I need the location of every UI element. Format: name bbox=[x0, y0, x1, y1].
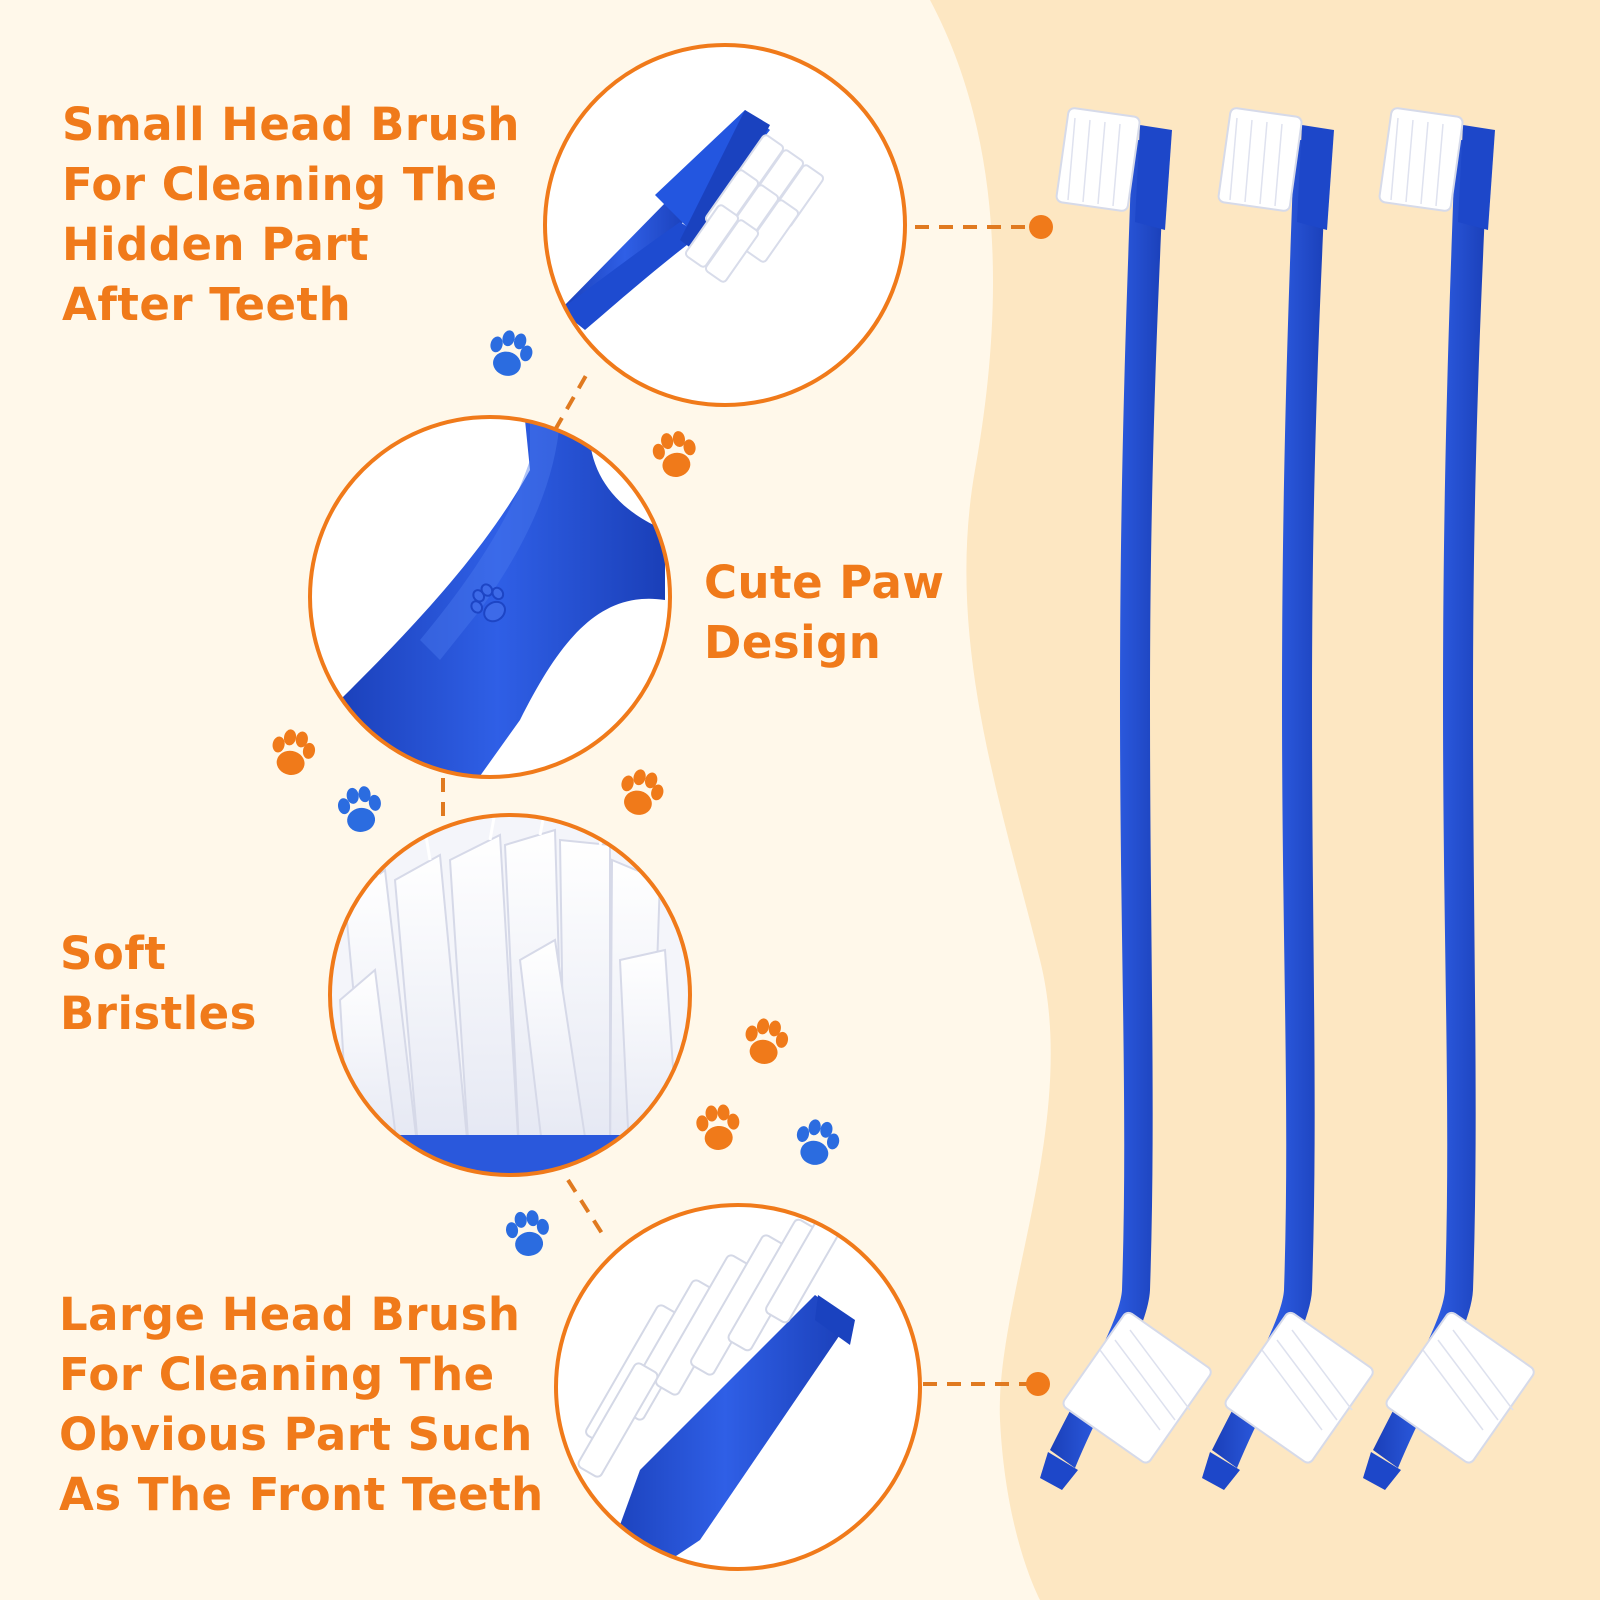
soft-bristles-callout: Soft Bristles bbox=[60, 924, 320, 1044]
callout-line: Hidden Part bbox=[62, 218, 370, 271]
callout-line: Soft bbox=[60, 927, 167, 980]
small-head-closeup bbox=[543, 43, 907, 407]
paw-print-icon bbox=[267, 726, 319, 779]
paw-print-icon bbox=[740, 1015, 792, 1068]
callout-line: Obvious Part Such bbox=[59, 1408, 533, 1461]
callout-line: As The Front Teeth bbox=[59, 1468, 544, 1521]
callout-line: After Teeth bbox=[62, 278, 352, 331]
callout-line: Large Head Brush bbox=[59, 1288, 521, 1341]
paw-design-closeup bbox=[308, 415, 672, 779]
paw-print-icon bbox=[335, 784, 385, 835]
background-wave bbox=[930, 0, 1600, 1600]
callout-line: For Cleaning The bbox=[59, 1348, 495, 1401]
large-head-closeup bbox=[554, 1203, 922, 1571]
paw-print-icon bbox=[503, 1208, 553, 1259]
top-pointer-dot bbox=[1029, 215, 1053, 239]
connector-lines bbox=[441, 225, 1030, 1386]
paw-print-icon bbox=[649, 428, 701, 481]
callout-line: Small Head Brush bbox=[62, 98, 520, 151]
callout-line: Cute Paw bbox=[704, 556, 945, 609]
paw-print-icon bbox=[791, 1116, 843, 1170]
large-head-callout: Large Head Brush For Cleaning The Obviou… bbox=[59, 1285, 579, 1525]
paw-design-callout: Cute Paw Design bbox=[704, 553, 1004, 673]
callout-line: Design bbox=[704, 616, 882, 669]
callout-line: For Cleaning The bbox=[62, 158, 498, 211]
paw-print-icon bbox=[614, 765, 668, 821]
small-head-callout: Small Head Brush For Cleaning The Hidden… bbox=[62, 95, 562, 335]
bottom-pointer-dot bbox=[1026, 1372, 1050, 1396]
paw-print-icon bbox=[694, 1103, 742, 1152]
callout-line: Bristles bbox=[60, 987, 257, 1040]
soft-bristles-closeup bbox=[328, 813, 692, 1177]
toothbrush bbox=[1040, 107, 1212, 1490]
